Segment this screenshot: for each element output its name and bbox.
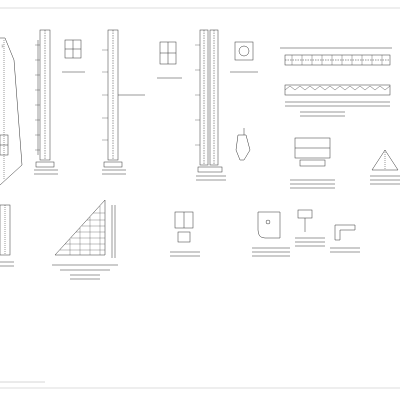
view-anchor-plate-detail — [252, 211, 290, 257]
view-column-elevation-2 — [102, 29, 145, 175]
view-triangular-bracket-detail — [370, 149, 400, 185]
view-column-elevation-3 — [195, 29, 226, 181]
view-beam-elevation — [280, 47, 392, 117]
view-section-box-detail — [290, 137, 335, 189]
view-detail-small-2 — [157, 41, 182, 79]
view-angle-detail — [330, 224, 360, 253]
view-pipe-section-detail — [230, 41, 258, 161]
view-elevation-left-partial: ⓐ — [0, 37, 23, 186]
view-gusset-plate-elevation — [52, 199, 118, 280]
svg-text:ⓐ: ⓐ — [1, 43, 4, 48]
view-left-bottom-detail — [0, 204, 14, 267]
view-plate-detail-small — [170, 211, 200, 257]
view-detail-small-1 — [62, 39, 85, 73]
view-column-elevation-1 — [34, 29, 58, 175]
view-connector-detail — [295, 209, 325, 247]
